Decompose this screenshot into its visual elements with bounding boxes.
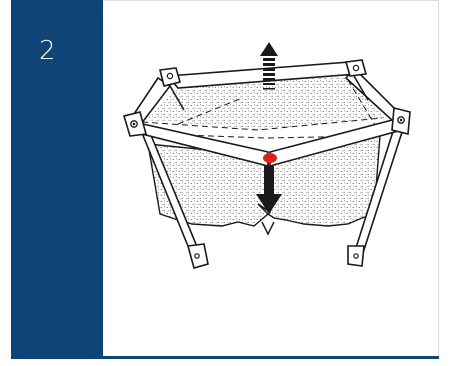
back-left-corner <box>160 68 180 86</box>
back-right-corner <box>346 60 366 76</box>
bottom-rule <box>11 356 439 359</box>
front-right-foot <box>348 246 364 266</box>
step-number: 2 <box>39 36 56 66</box>
red-button-marker-icon <box>263 153 277 163</box>
step-sidebar: 2 <box>11 0 103 357</box>
front-left-foot <box>188 244 208 268</box>
playard-illustration <box>118 38 418 278</box>
front-right-corner <box>392 108 410 134</box>
back-foot-mid <box>262 222 274 234</box>
